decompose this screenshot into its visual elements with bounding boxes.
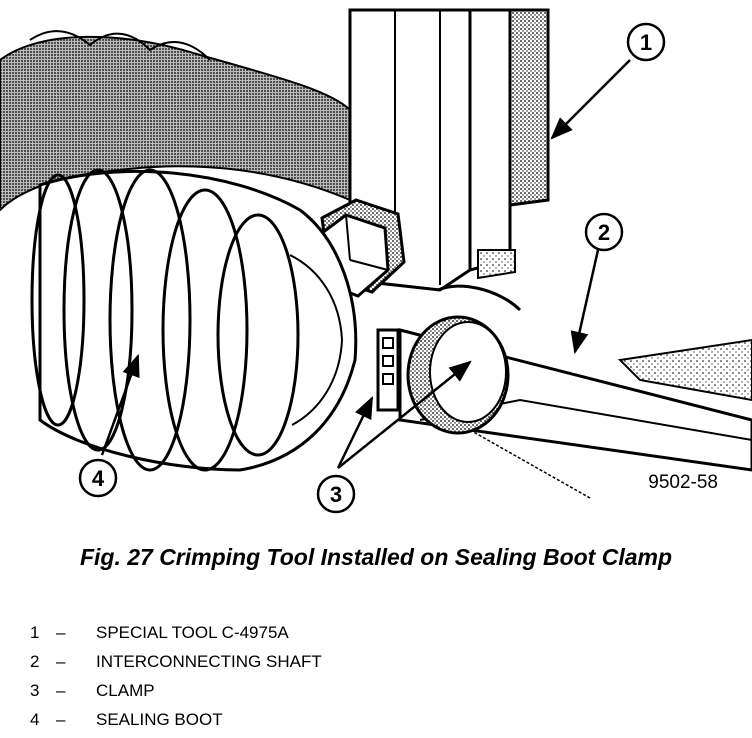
clamp bbox=[376, 284, 522, 435]
legend-dash: – bbox=[56, 652, 66, 671]
legend-item: 1 – SPECIAL TOOL C-4975A bbox=[30, 618, 322, 647]
callout-2-leader bbox=[570, 249, 600, 355]
svg-text:3: 3 bbox=[330, 482, 342, 507]
legend-label: SEALING BOOT bbox=[96, 710, 223, 729]
legend-item: 2 – INTERCONNECTING SHAFT bbox=[30, 647, 322, 676]
callout-3-leader-a bbox=[336, 395, 374, 469]
legend-label: SPECIAL TOOL C-4975A bbox=[96, 623, 289, 642]
legend-item: 3 – CLAMP bbox=[30, 676, 322, 705]
crimping-tool-illustration: 1 2 3 4 9502-58 bbox=[0, 8, 752, 514]
svg-text:4: 4 bbox=[92, 466, 105, 491]
sealing-boot bbox=[30, 168, 358, 472]
callout-3-leader-b bbox=[337, 360, 472, 469]
legend-item: 4 – SEALING BOOT bbox=[30, 705, 322, 734]
legend-dash: – bbox=[56, 623, 66, 642]
legend-number: 4 bbox=[30, 710, 40, 729]
callout-1-leader bbox=[550, 59, 631, 140]
callout-1: 1 bbox=[626, 22, 666, 62]
svg-text:2: 2 bbox=[598, 220, 610, 245]
callout-4-leader bbox=[100, 353, 140, 456]
legend-label: INTERCONNECTING SHAFT bbox=[96, 652, 322, 671]
callout-4: 4 bbox=[78, 458, 118, 498]
figure-code: 9502-58 bbox=[648, 472, 718, 493]
callout-2: 2 bbox=[584, 212, 624, 252]
legend-number: 1 bbox=[30, 623, 40, 642]
legend-label: CLAMP bbox=[96, 681, 155, 700]
legend-dash: – bbox=[56, 681, 66, 700]
legend: 1 – SPECIAL TOOL C-4975A 2 – INTERCONNEC… bbox=[30, 618, 322, 734]
legend-number: 2 bbox=[30, 652, 40, 671]
svg-text:1: 1 bbox=[640, 30, 652, 55]
legend-dash: – bbox=[56, 710, 66, 729]
legend-number: 3 bbox=[30, 681, 40, 700]
callout-3: 3 bbox=[316, 474, 356, 514]
figure-caption: Fig. 27 Crimping Tool Installed on Seali… bbox=[79, 544, 673, 570]
